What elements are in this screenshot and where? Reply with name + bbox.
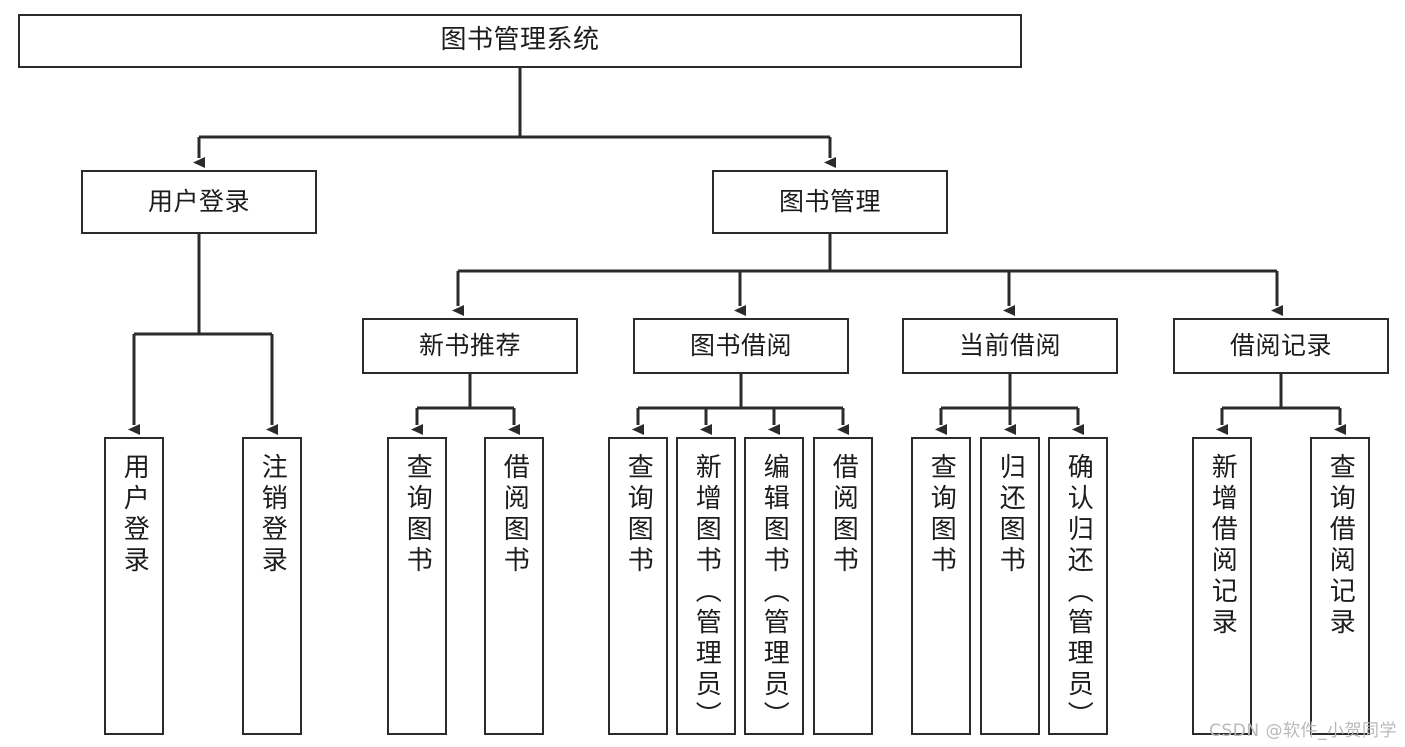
leaf-user-logout[interactable]: 注销登录 [242,437,302,735]
node-label: 用户登录 [147,186,250,216]
node-borrow-record[interactable]: 借阅记录 [1173,318,1389,374]
node-label: 归还图书 [995,453,1026,577]
leaf-return-book[interactable]: 归还图书 [980,437,1040,735]
leaf-query-book-current[interactable]: 查询图书 [911,437,971,735]
node-label: 当前借阅 [958,330,1061,360]
node-label: 新增借阅记录 [1207,453,1238,639]
node-label: 注销登录 [257,453,288,577]
node-label: 查询图书 [623,453,654,577]
leaf-borrow-book[interactable]: 借阅图书 [813,437,873,735]
node-label: 编辑图书（管理员） [759,453,790,732]
leaf-query-borrow-record[interactable]: 查询借阅记录 [1310,437,1370,735]
node-label: 借阅图书 [499,453,530,577]
leaf-user-login[interactable]: 用户登录 [104,437,164,735]
watermark-text: CSDN @软件_小贺同学 [1209,721,1397,741]
node-label: 查询图书 [402,453,433,577]
leaf-query-book-recommend[interactable]: 查询图书 [387,437,447,735]
node-label: 借阅图书 [828,453,859,577]
node-label: 用户登录 [119,453,150,577]
node-label: 图书管理系统 [440,25,600,56]
leaf-borrow-book-recommend[interactable]: 借阅图书 [484,437,544,735]
leaf-add-book-admin[interactable]: 新增图书（管理员） [676,437,736,735]
leaf-confirm-return-admin[interactable]: 确认归还（管理员） [1048,437,1108,735]
node-user-login[interactable]: 用户登录 [81,170,317,234]
leaf-query-book-borrow[interactable]: 查询图书 [608,437,668,735]
node-current-borrow[interactable]: 当前借阅 [902,318,1118,374]
node-label: 图书借阅 [689,330,792,360]
node-label: 新增图书（管理员） [691,453,722,732]
node-label: 确认归还（管理员） [1063,453,1094,732]
node-book-borrow[interactable]: 图书借阅 [633,318,849,374]
node-label: 新书推荐 [418,330,521,360]
node-label: 借阅记录 [1229,330,1332,360]
node-label: 查询借阅记录 [1325,453,1356,639]
node-book-management[interactable]: 图书管理 [712,170,948,234]
leaf-add-borrow-record[interactable]: 新增借阅记录 [1192,437,1252,735]
leaf-edit-book-admin[interactable]: 编辑图书（管理员） [744,437,804,735]
node-label: 图书管理 [778,186,881,216]
node-new-book-recommend[interactable]: 新书推荐 [362,318,578,374]
node-label: 查询图书 [926,453,957,577]
node-root-system[interactable]: 图书管理系统 [18,14,1022,68]
